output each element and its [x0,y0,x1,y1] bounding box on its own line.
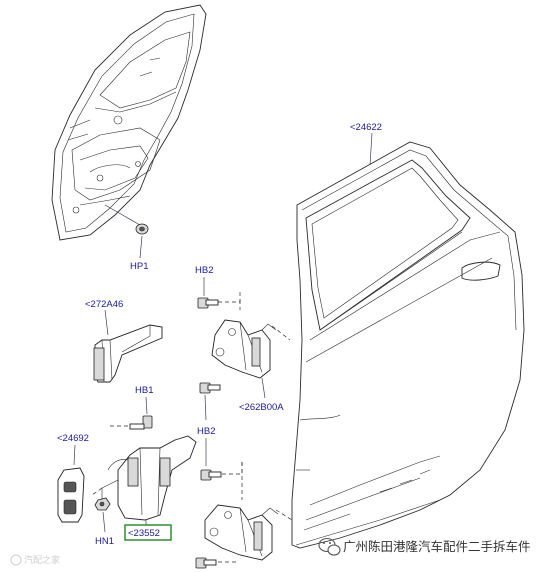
callout-262b00a: <262B00A [239,402,284,413]
callout-24622: <24622 [350,122,382,133]
callout-272a46: <272A46 [85,299,123,310]
callout-hb2-mid: HB2 [197,426,215,437]
watermark-text: 广州陈田港隆汽车配件二手拆车件 [343,539,531,554]
check-strap-cover [93,324,163,383]
svg-text:汽配之家: 汽配之家 [24,554,60,566]
bolt-hinge-bottom [195,557,238,569]
callout-23552: <23552 [128,528,160,539]
bolt-hb2-upper [197,290,241,309]
trim-cover-24692 [57,467,85,523]
bolt-hb2-lower [200,462,243,481]
callout-hp1: HP1 [130,261,148,272]
upper-door-hinge [211,319,277,379]
callout-24692: <24692 [57,433,89,444]
callout-hb1: HB1 [135,385,153,396]
bolt-hb1 [108,415,153,430]
lower-door-hinge [204,504,279,561]
watermark-bottom-left: 汽配之家 [10,554,60,566]
leader-24622 [369,132,373,166]
door-check-strap [91,435,197,521]
plug-hp1 [135,223,149,259]
nut-hn1 [94,497,111,533]
outer-door-shell [291,141,525,549]
watermark-bottom-right: 广州陈田港隆汽车配件二手拆车件 [318,537,531,556]
callout-23552-box [124,524,172,541]
callout-hb2-top: HB2 [195,265,213,276]
inner-door-panel [51,4,207,241]
callout-hn1: HN1 [95,536,114,547]
bolt-hb2-middle [199,382,221,421]
wechat-icon [318,537,341,556]
